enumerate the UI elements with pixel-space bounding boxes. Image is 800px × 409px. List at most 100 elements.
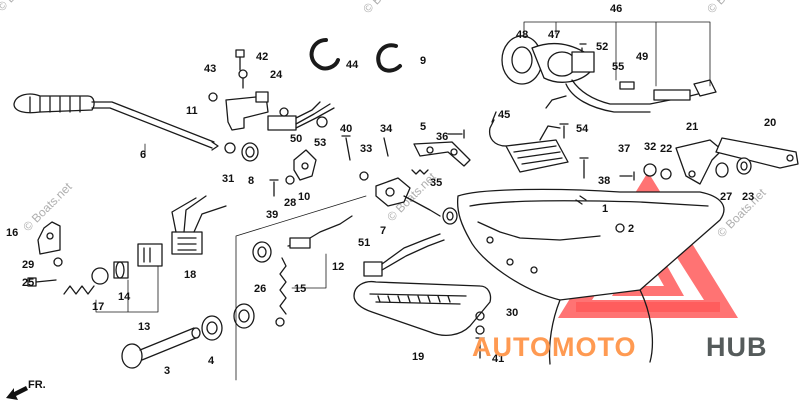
callout-55: 55 xyxy=(612,61,624,73)
watermark-top-right: © Boats.net xyxy=(704,0,759,16)
callout-34: 34 xyxy=(380,123,393,135)
throttle-lever-7 xyxy=(375,177,441,217)
bushing-27 xyxy=(715,162,729,178)
callout-21: 21 xyxy=(686,121,698,133)
callout-24: 24 xyxy=(270,69,283,81)
callout-23: 23 xyxy=(742,191,754,203)
bolt-parts-42-24-43 xyxy=(208,49,248,102)
washer-31 xyxy=(224,142,236,154)
callout-8: 8 xyxy=(248,175,254,187)
tiller-handle-grip xyxy=(13,93,219,151)
brand-wordmark: AUTOMOTO HUB xyxy=(472,332,768,362)
bracket-21 xyxy=(675,139,723,185)
callout-42: 42 xyxy=(256,51,268,63)
screw-25 xyxy=(27,277,57,287)
callout-40: 40 xyxy=(340,123,352,135)
callout-10: 10 xyxy=(298,191,310,203)
callout-19: 19 xyxy=(412,351,424,363)
grip-handle-19 xyxy=(353,280,492,337)
adjuster-14 xyxy=(113,261,129,279)
callout-35: 35 xyxy=(430,177,442,189)
watermark-top-center: © Boats.net xyxy=(360,0,415,16)
bushing-4 xyxy=(201,315,223,341)
bolt-37 xyxy=(619,171,635,181)
callout-37: 37 xyxy=(618,143,630,155)
callout-52: 52 xyxy=(596,41,608,53)
callout-26: 26 xyxy=(254,283,266,295)
callout-18: 18 xyxy=(184,269,196,281)
callout-53: 53 xyxy=(314,137,326,149)
callout-41: 41 xyxy=(492,353,504,365)
spring-17 xyxy=(63,267,109,295)
callout-12: 12 xyxy=(332,261,344,273)
callout-27: 27 xyxy=(720,191,732,203)
bushing-23 xyxy=(736,157,752,175)
callout-38: 38 xyxy=(598,175,610,187)
callout-1: 1 xyxy=(602,203,608,215)
callout-54: 54 xyxy=(576,123,589,135)
bolt-36 xyxy=(447,129,465,139)
brand-text-hub: HUB xyxy=(706,332,768,362)
front-label: FR. xyxy=(28,379,46,391)
callout-28: 28 xyxy=(284,197,296,209)
bolt-41 xyxy=(475,337,485,359)
grommet-26 xyxy=(233,303,255,329)
washer-32 xyxy=(643,163,657,177)
callout-7: 7 xyxy=(380,225,386,237)
callout-47: 47 xyxy=(548,29,560,41)
bracket-16 xyxy=(37,221,61,255)
callout-3: 3 xyxy=(164,365,170,377)
callout-36: 36 xyxy=(436,131,448,143)
nut-53 xyxy=(316,116,328,128)
washer-29 xyxy=(53,257,63,267)
washer-33-lower xyxy=(475,325,485,335)
bushing-8-right xyxy=(442,207,458,225)
callout-16: 16 xyxy=(6,227,18,239)
callout-13: 13 xyxy=(138,321,150,333)
rectifier-45 xyxy=(488,111,569,173)
pin-34 xyxy=(383,137,389,157)
callout-14: 14 xyxy=(118,291,131,303)
ignition-assembly xyxy=(501,35,717,113)
callout-6: 6 xyxy=(140,149,146,161)
callout-33: 33 xyxy=(360,143,372,155)
callout-43: 43 xyxy=(204,63,216,75)
c-ring-44 xyxy=(309,38,340,71)
callout-48: 48 xyxy=(516,29,528,41)
callout-11: 11 xyxy=(186,105,198,117)
switch-13 xyxy=(137,243,163,267)
stop-switch-50 xyxy=(267,101,335,131)
c-ring-9 xyxy=(376,43,402,73)
front-direction-indicator: FR. xyxy=(6,379,46,400)
washer-33 xyxy=(359,171,369,181)
callout-2: 2 xyxy=(628,223,634,235)
callout-45: 45 xyxy=(498,109,510,121)
washer-30 xyxy=(475,311,485,321)
callout-46: 46 xyxy=(610,3,622,15)
callout-30: 30 xyxy=(506,307,518,319)
callout-51: 51 xyxy=(358,237,370,249)
callout-44: 44 xyxy=(346,59,359,71)
callout-39: 39 xyxy=(266,209,278,221)
callout-50: 50 xyxy=(290,133,302,145)
watermark-top-left: © Boats.net xyxy=(0,0,49,14)
switch-18 xyxy=(171,195,227,255)
switch-bracket xyxy=(225,91,269,131)
callout-15: 15 xyxy=(294,283,306,295)
callout-4: 4 xyxy=(208,355,215,367)
bolt-40 xyxy=(341,135,351,161)
shaft-3 xyxy=(121,327,201,369)
callout-labels: 46 48 47 52 55 49 42 24 43 44 9 11 50 53… xyxy=(6,3,776,377)
bushing-8 xyxy=(241,142,259,162)
washer-22 xyxy=(660,168,672,180)
bar-20 xyxy=(715,137,799,169)
callout-49: 49 xyxy=(636,51,648,63)
switch-51 xyxy=(363,233,445,277)
cam-10 xyxy=(293,149,317,181)
callout-9: 9 xyxy=(420,55,426,67)
screw-39 xyxy=(269,179,279,197)
callout-22: 22 xyxy=(660,143,672,155)
lower-cover-housing xyxy=(456,188,725,365)
bolt-38 xyxy=(579,157,589,179)
